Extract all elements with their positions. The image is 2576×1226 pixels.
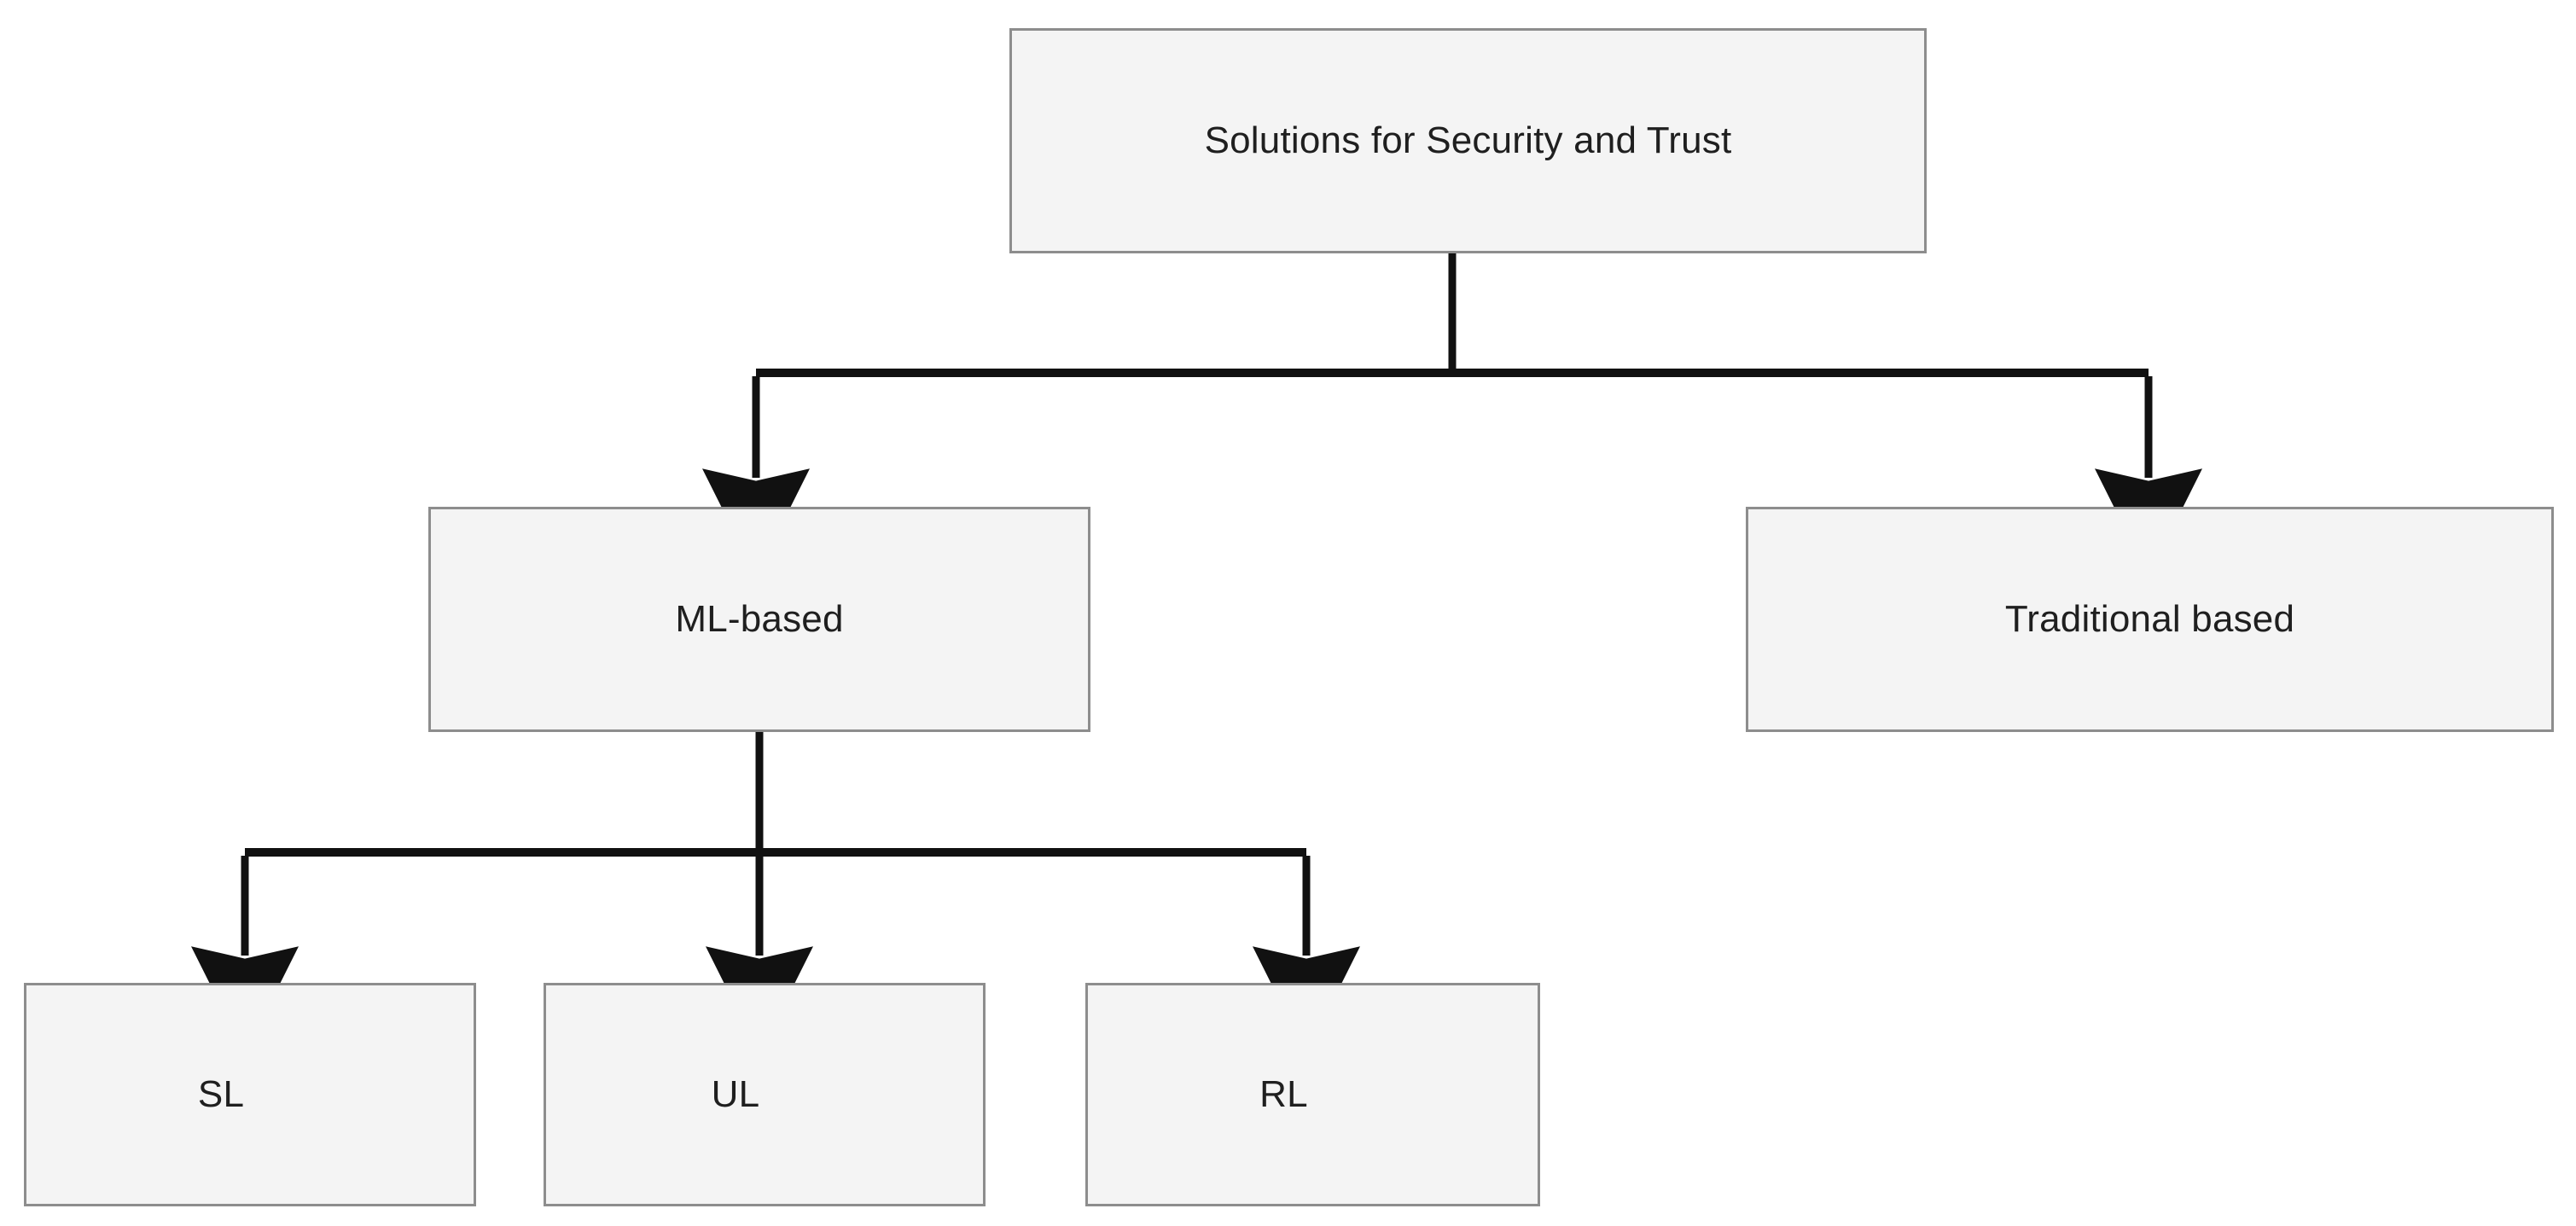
node-rl[interactable]: RL [1085,983,1540,1206]
node-rl-label: RL [1259,1072,1308,1115]
node-ml-based-label: ML-based [675,597,844,640]
edge-ml-to-level2 [191,732,1360,1055]
node-traditional-based-label: Traditional based [2004,597,2295,640]
node-sl[interactable]: SL [24,983,476,1206]
edge-root-to-level1 [702,253,2202,577]
node-sl-label: SL [197,1072,245,1115]
node-traditional-based[interactable]: Traditional based [1746,507,2554,732]
node-ml-based[interactable]: ML-based [428,507,1090,732]
node-root[interactable]: Solutions for Security and Trust [1009,28,1927,253]
node-ul[interactable]: UL [544,983,986,1206]
node-root-label: Solutions for Security and Trust [1204,119,1732,161]
node-ul-label: UL [711,1072,760,1115]
